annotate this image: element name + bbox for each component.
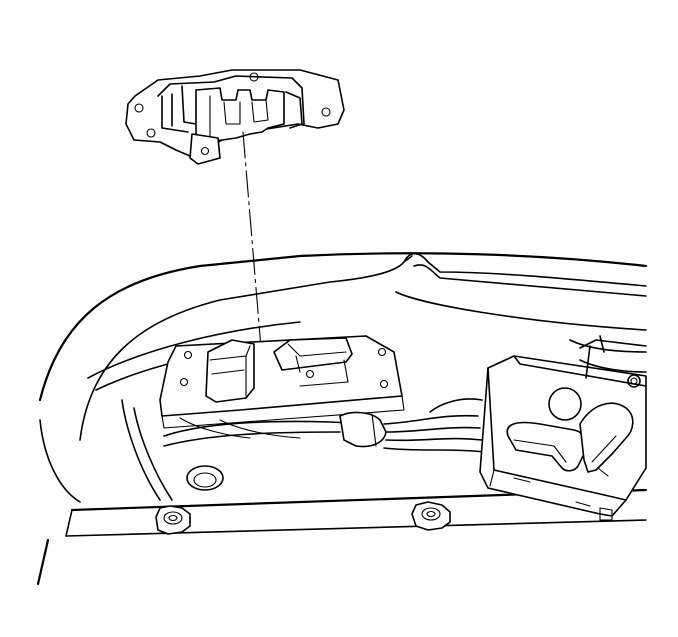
- switch-bezel: [125, 69, 345, 165]
- alignment-line: [242, 131, 263, 361]
- retainer-clip-left: [155, 505, 191, 535]
- wiring-harness: [163, 398, 485, 491]
- window-switch-assembly: [159, 335, 405, 429]
- retainer-clip-right: [411, 501, 451, 531]
- seat-switch-module: [479, 339, 647, 521]
